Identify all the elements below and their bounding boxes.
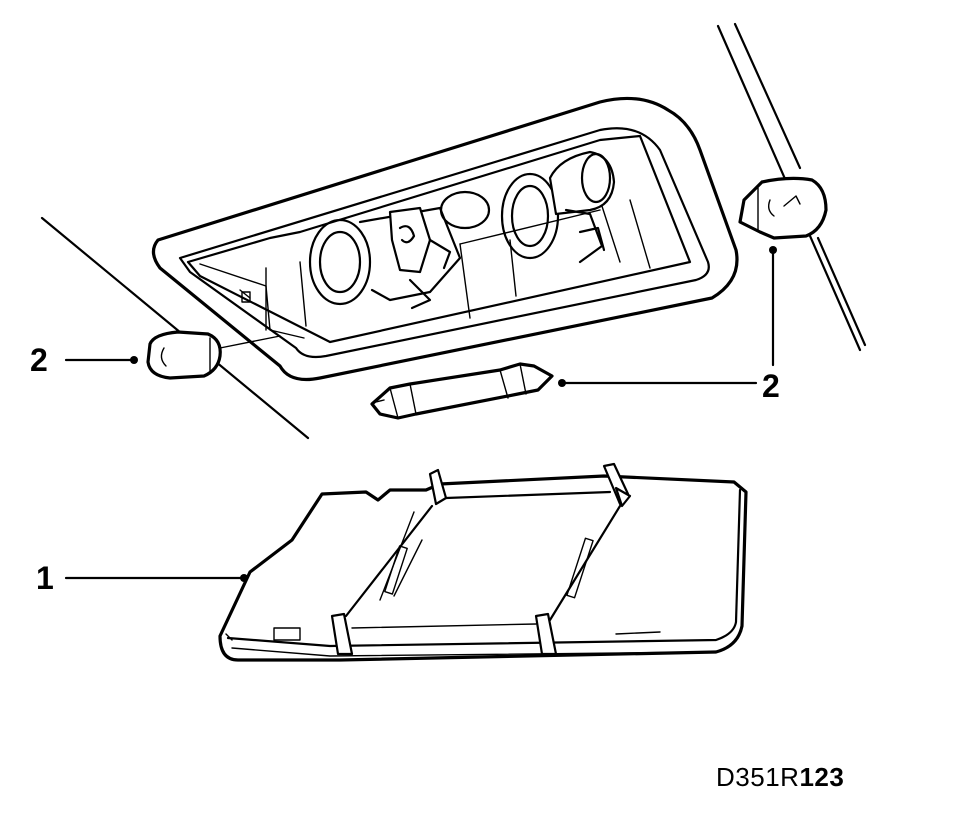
figure-code-suffix: 123 [799, 762, 845, 792]
figure-code: D351R123 [716, 764, 844, 790]
lens [439, 190, 491, 230]
bulb-left [146, 330, 281, 380]
left-bulb-holder [308, 206, 462, 310]
callout-1: 1 [36, 560, 54, 596]
callout-2-right: 2 [762, 368, 780, 404]
lamp-housing [151, 96, 739, 382]
figure-code-prefix: D351R [716, 762, 800, 792]
bulb-right [738, 176, 828, 240]
right-bulb-holder [500, 150, 616, 264]
roof-edge-lines [40, 22, 867, 440]
callout-2-left: 2 [30, 342, 48, 378]
bulb-festoon [370, 362, 554, 420]
leader-lines [64, 246, 777, 582]
lens-cover [218, 462, 748, 662]
